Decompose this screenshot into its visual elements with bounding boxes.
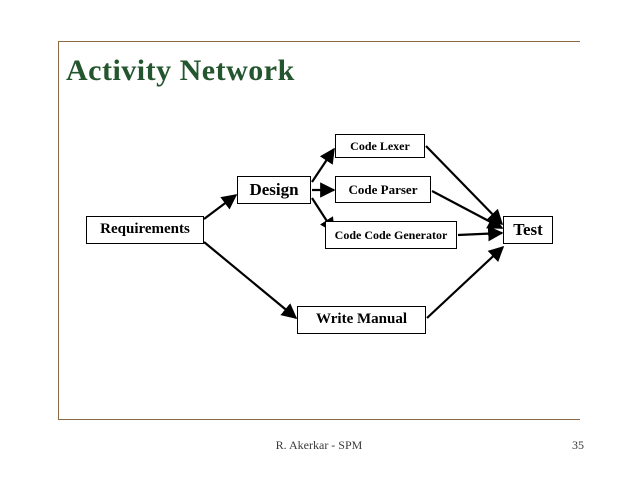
node-label: Code Parser (348, 181, 418, 197)
footer-attribution: R. Akerkar - SPM (275, 438, 363, 452)
node-code-parser: Code Parser (335, 176, 431, 203)
node-label: Test (513, 220, 543, 240)
top-divider (58, 41, 580, 42)
node-requirements: Requirements (86, 216, 204, 244)
bottom-divider (58, 419, 580, 420)
node-label: Design (249, 180, 299, 200)
page-title: Activity Network (66, 54, 295, 87)
node-label: Requirements (100, 221, 190, 238)
edge-requirements-design (203, 194, 238, 220)
node-test: Test (503, 216, 553, 244)
node-write-manual: Write Manual (297, 306, 426, 334)
edge-write-manual-test (426, 245, 505, 319)
edge-design-code-lexer (311, 147, 335, 183)
edge-code-parser-test (431, 190, 504, 229)
edge-requirements-write-manual (203, 241, 298, 319)
node-code-lexer: Code Lexer (335, 134, 425, 158)
edge-code-lexer-test (425, 145, 504, 226)
footer-page-number: 35 (572, 438, 584, 452)
node-label: Code Lexer (350, 138, 410, 153)
node-label: Write Manual (316, 311, 407, 328)
left-divider (58, 41, 59, 419)
edge-code-generator-test (457, 225, 504, 242)
node-label: Code Code Generator (334, 227, 448, 242)
node-code-generator: Code Code Generator (325, 221, 457, 249)
node-design: Design (237, 176, 311, 204)
